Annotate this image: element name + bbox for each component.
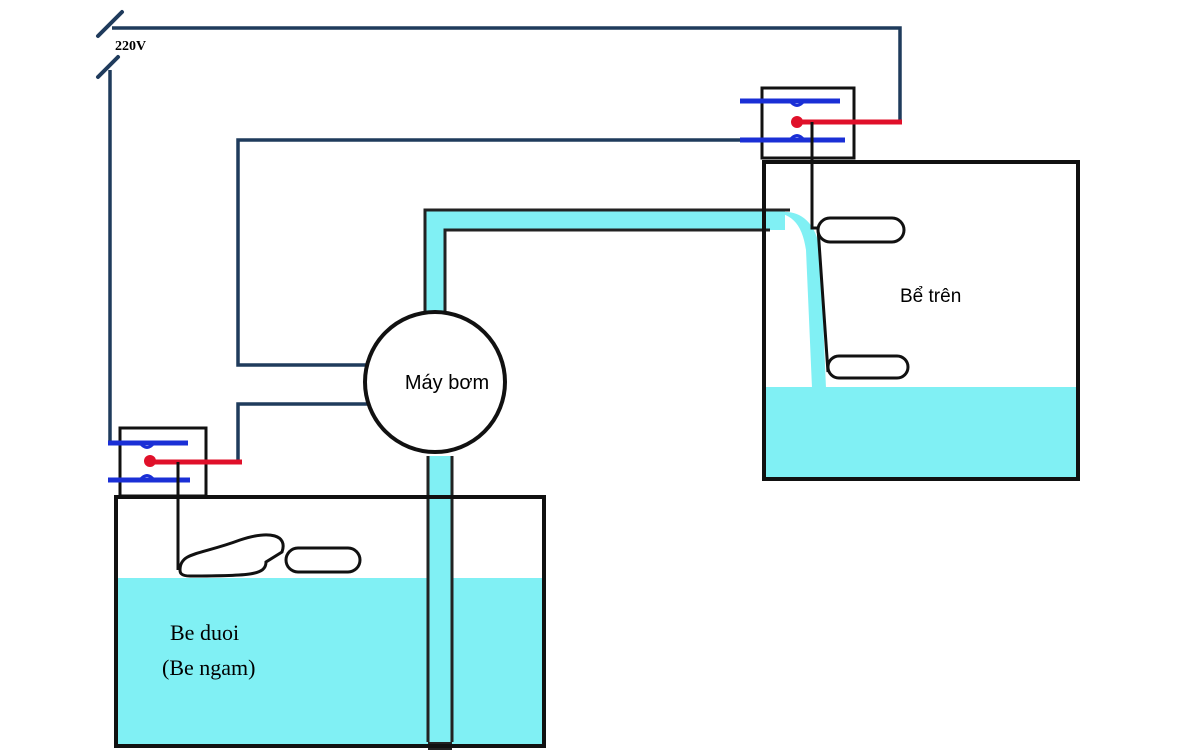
voltage-label: 220V [115,39,146,54]
lower-tank [114,495,546,748]
lower-tank-label-line2: (Be ngam) [162,655,255,680]
pump [363,310,507,454]
upper-tank-label: Bể trên [900,286,961,307]
power-wires [108,26,902,462]
upper-float-top [816,216,906,244]
water-pipe [423,208,826,750]
lower-tank-label-line1: Be duoi [170,620,239,645]
power-source-switch [96,10,124,79]
lower-float-tilted [178,533,285,578]
lower-float-right [284,546,362,574]
upper-float-bottom [826,354,910,380]
upper-float-switch [740,86,902,373]
upper-tank-water [764,387,1078,479]
upper-tank [762,160,1080,481]
lower-tank-water [116,578,544,746]
pump-label: Máy bơm [405,372,489,394]
lower-float-switch [108,426,242,570]
